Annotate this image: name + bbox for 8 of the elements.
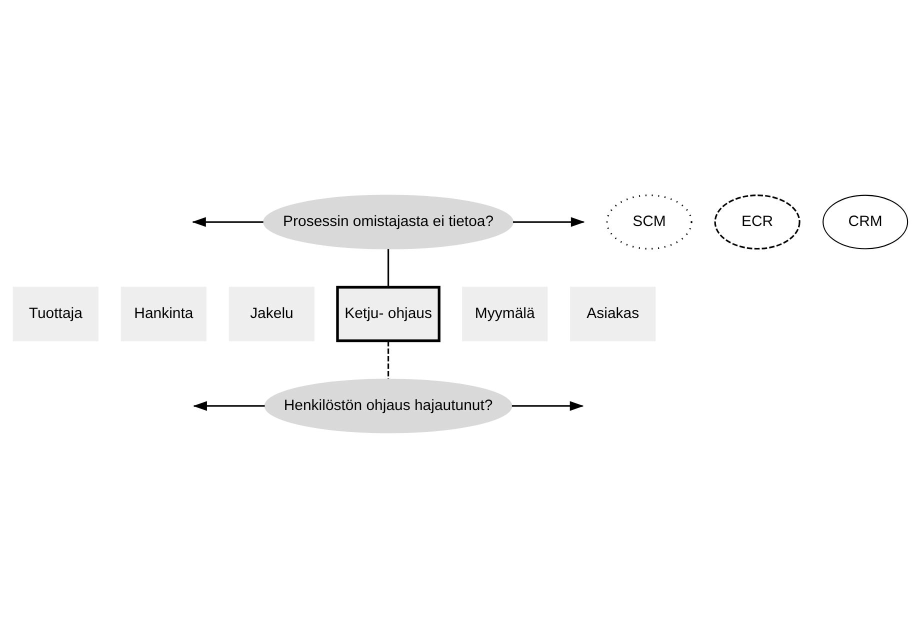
node-ellipse: CRM <box>822 194 908 250</box>
node-box: Ketju- ohjaus <box>336 286 440 342</box>
node-ellipse: Prosessin omistajasta ei tietoa? <box>263 194 514 250</box>
connector <box>388 341 390 379</box>
connector <box>388 249 390 287</box>
node-ellipse: ECR <box>714 194 800 250</box>
node-ellipse: Henkilöstön ohjaus hajautunut? <box>264 378 512 434</box>
node-ellipse: SCM <box>606 194 692 250</box>
